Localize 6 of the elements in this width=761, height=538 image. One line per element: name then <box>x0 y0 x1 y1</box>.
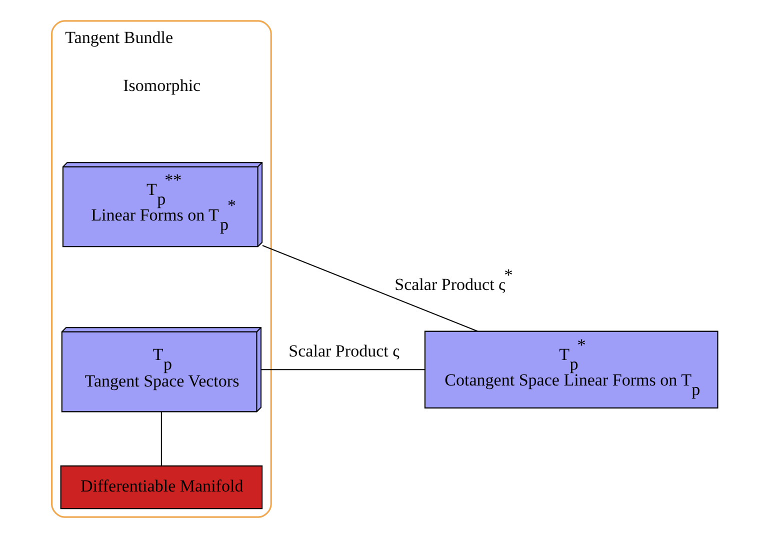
label: Isomorphic <box>123 76 201 95</box>
node-box: Differentiable Manifold <box>60 465 263 510</box>
connector <box>262 245 478 332</box>
edge-label: Scalar Product ς <box>288 342 400 361</box>
connector <box>160 412 162 466</box>
connector <box>261 369 425 370</box>
